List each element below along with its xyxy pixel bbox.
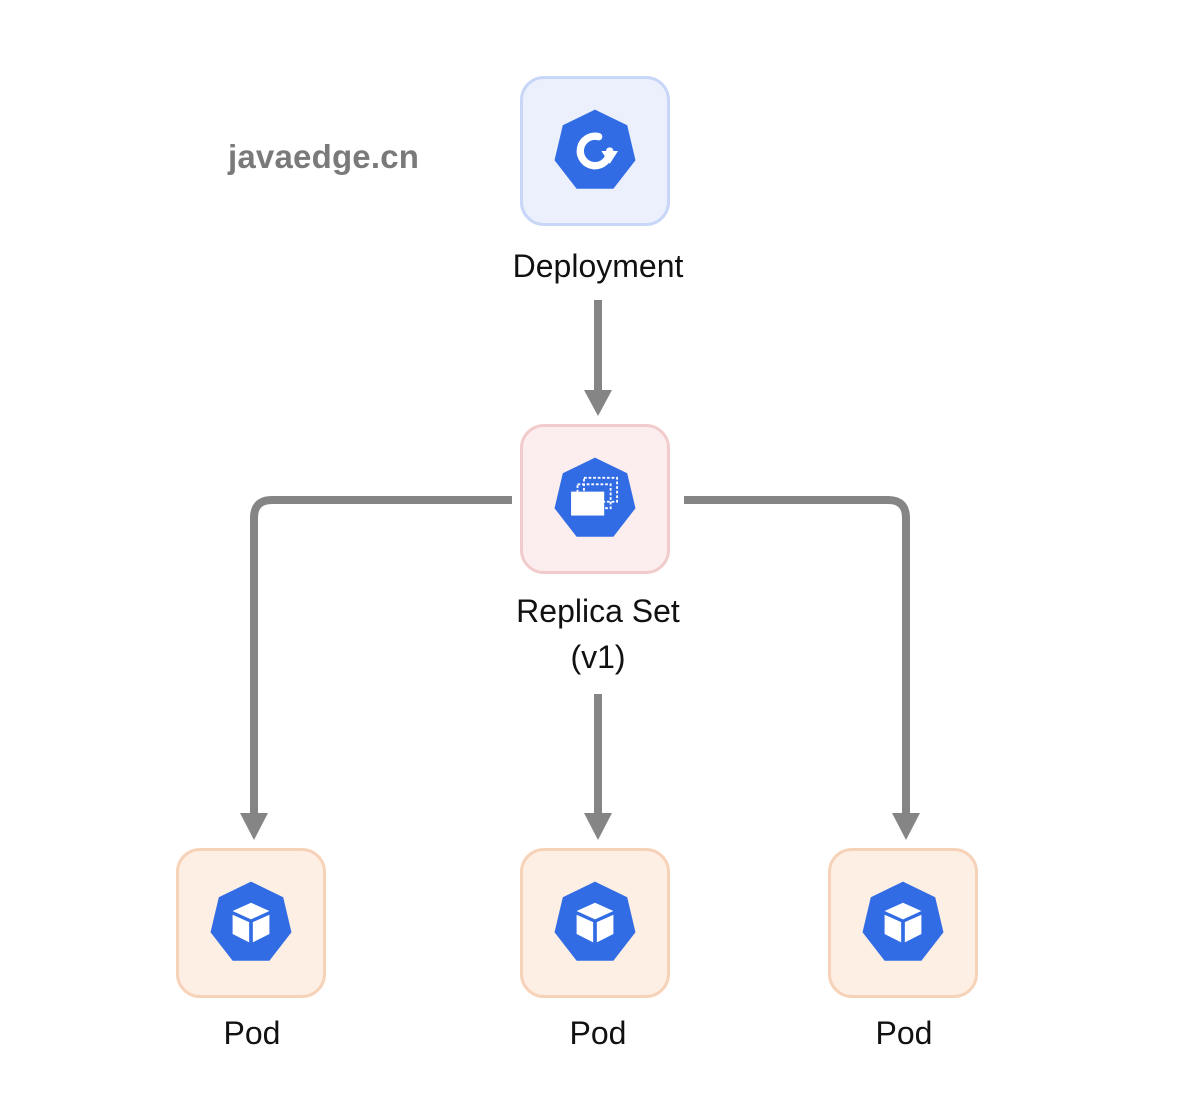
pod-label-3: Pod [875, 1015, 933, 1051]
replicaset-node[interactable] [520, 424, 670, 574]
deployment-label: Deployment [512, 248, 684, 284]
pod-label-1: Pod [223, 1015, 281, 1051]
arrowhead-replicaset [584, 390, 612, 416]
replicaset-icon [554, 457, 636, 537]
pod-node-1[interactable] [176, 848, 326, 998]
pod-node-3[interactable] [828, 848, 978, 998]
pod-icon [210, 881, 292, 961]
arrowhead-pod-1 [240, 813, 268, 840]
pod-label-2: Pod [569, 1015, 627, 1051]
replicaset-label-line2: (v1) [570, 639, 626, 675]
replicaset-label-line1: Replica Set [516, 593, 680, 629]
deployment-node[interactable] [520, 76, 670, 226]
pod-icon [554, 881, 636, 961]
watermark-text: javaedge.cn [228, 138, 420, 175]
deployment-icon [554, 109, 636, 189]
replicaset-label: Replica Set (v1) [448, 588, 748, 680]
arrowhead-pod-2 [584, 813, 612, 840]
edge-replicaset-pod-3 [684, 496, 910, 815]
pod-node-2[interactable] [520, 848, 670, 998]
edge-replicaset-pod-1 [250, 496, 512, 815]
pod-icon [862, 881, 944, 961]
arrowhead-pod-3 [892, 813, 920, 840]
